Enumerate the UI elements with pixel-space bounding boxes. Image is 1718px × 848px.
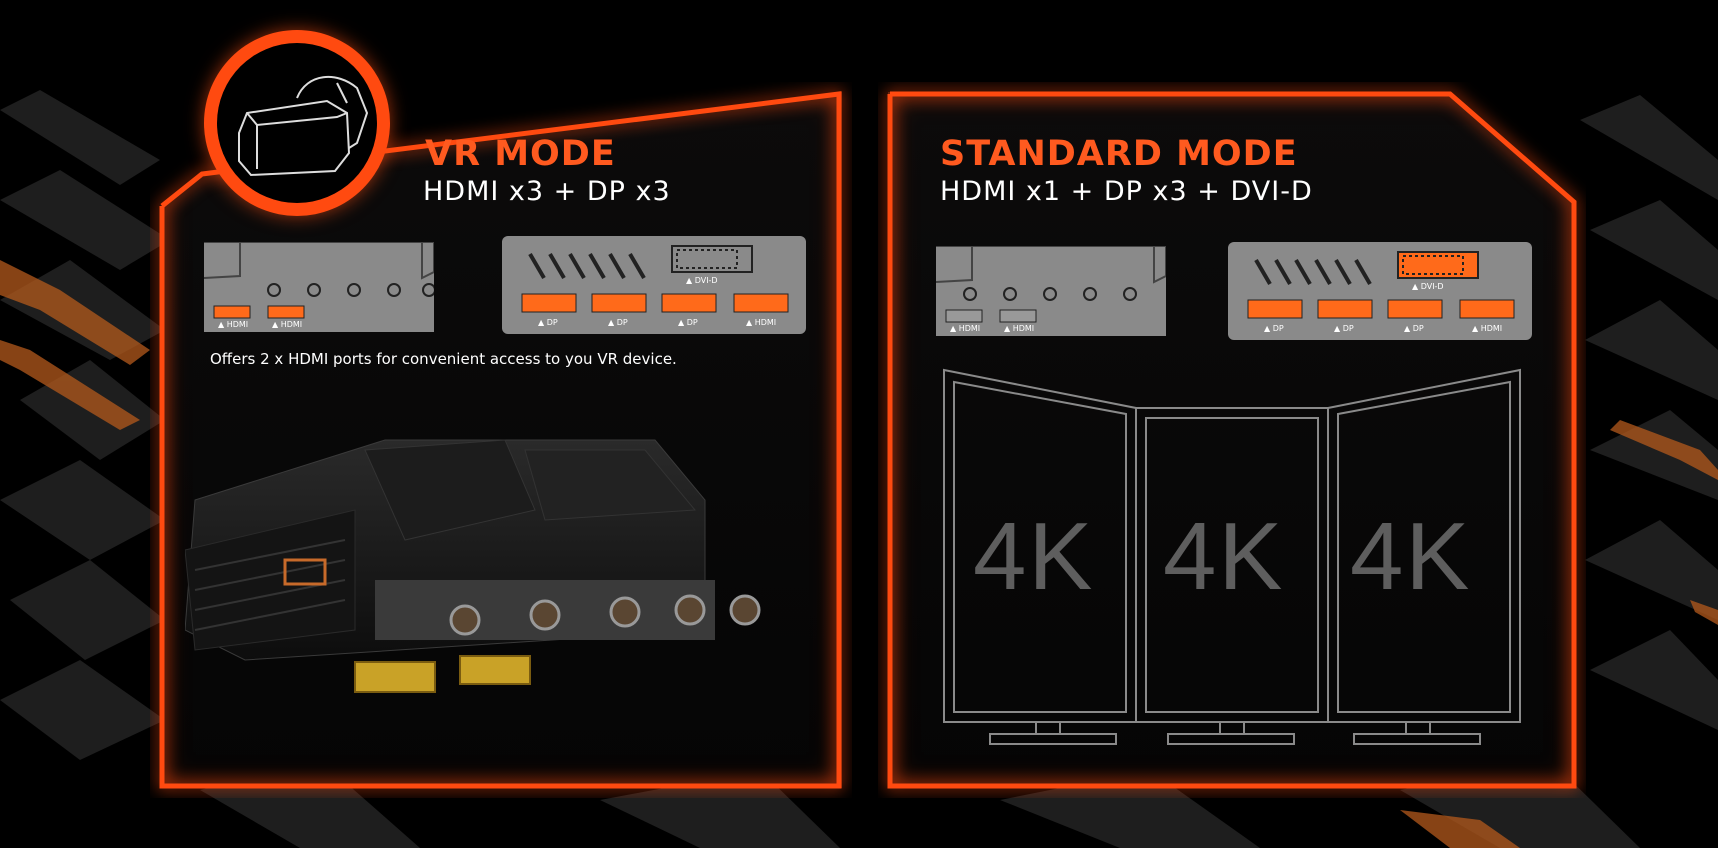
- graphics-card-image: [185, 439, 761, 693]
- standard-dvi-label: ▲ DVI-D: [1412, 282, 1444, 291]
- vr-front-port-label-2: ▲ HDMI: [272, 320, 303, 329]
- standard-rear-io-plate: ▲ DVI-D ▲ DP ▲ DP ▲ DP ▲ HDMI: [1228, 242, 1532, 340]
- vr-rear-port-label-3: ▲ DP: [678, 318, 698, 327]
- standard-rear-port-label-4: ▲ HDMI: [1472, 324, 1503, 333]
- vr-headset-icon: [238, 75, 369, 177]
- vr-dvi-label: ▲ DVI-D: [686, 276, 718, 285]
- standard-front-port-label-1: ▲ HDMI: [950, 324, 981, 333]
- vr-mode-description: Offers 2 x HDMI ports for convenient acc…: [210, 350, 677, 368]
- standard-front-io-plate: ▲ HDMI ▲ HDMI: [936, 246, 1166, 336]
- standard-mode-title: STANDARD MODE: [940, 134, 1298, 174]
- standard-rear-port-label-1: ▲ DP: [1264, 324, 1284, 333]
- vr-badge: [204, 30, 390, 216]
- monitor-3-label: 4K: [1350, 503, 1472, 610]
- vr-front-port-label-1: ▲ HDMI: [218, 320, 249, 329]
- vr-mode-title: VR MODE: [425, 134, 616, 174]
- standard-rear-port-label-3: ▲ DP: [1404, 324, 1424, 333]
- vr-front-io-plate: ▲ HDMI ▲ HDMI: [204, 242, 434, 332]
- vr-rear-port-label-1: ▲ DP: [538, 318, 558, 327]
- vr-mode-subtitle: HDMI x3 + DP x3: [423, 176, 671, 207]
- vr-rear-port-label-2: ▲ DP: [608, 318, 628, 327]
- standard-mode-subtitle: HDMI x1 + DP x3 + DVI-D: [940, 176, 1313, 207]
- triple-monitor-setup: [943, 368, 1521, 745]
- vr-rear-io-plate: ▲ DVI-D ▲ DP ▲ DP ▲ DP ▲ HDMI: [502, 236, 806, 334]
- monitor-1-label: 4K: [973, 503, 1095, 610]
- vr-rear-port-label-4: ▲ HDMI: [746, 318, 777, 327]
- standard-front-port-label-2: ▲ HDMI: [1004, 324, 1035, 333]
- standard-rear-port-label-2: ▲ DP: [1334, 324, 1354, 333]
- monitor-2-label: 4K: [1163, 503, 1285, 610]
